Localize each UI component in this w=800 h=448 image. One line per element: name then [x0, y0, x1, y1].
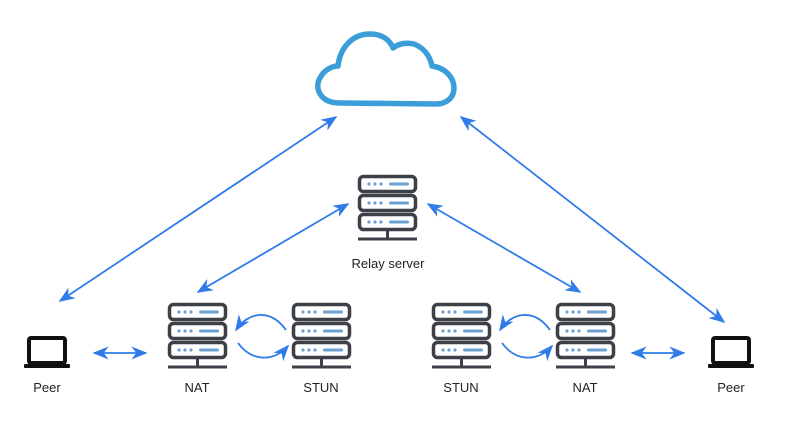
relay-server-icon	[356, 174, 419, 241]
nat-left-label: NAT	[184, 380, 210, 395]
arrow-nat-right-relay	[426, 203, 582, 293]
arrow-stun-left-to-nat	[235, 314, 287, 332]
stun-right-server-icon	[430, 302, 493, 369]
nat-right-server-icon	[554, 302, 617, 369]
arrow-nat-right-to-stun	[499, 314, 551, 332]
stun-left-label: STUN	[303, 380, 339, 395]
peer-right-laptop-icon	[706, 336, 756, 370]
peer-left-laptop-icon	[22, 336, 72, 370]
arrow-peer-left-cloud	[58, 116, 338, 302]
peer-right-label: Peer	[717, 380, 745, 395]
arrow-nat-left-to-stun	[237, 342, 290, 362]
stun-right-label: STUN	[443, 380, 479, 395]
cloud-icon	[315, 31, 457, 107]
relay-server-label: Relay server	[351, 256, 425, 271]
arrow-nat-left-relay	[196, 203, 350, 293]
nat-right-label: NAT	[572, 380, 598, 395]
peer-left-label: Peer	[33, 380, 61, 395]
arrow-stun-right-to-nat	[501, 342, 554, 362]
nat-left-server-icon	[166, 302, 229, 369]
stun-left-server-icon	[290, 302, 353, 369]
arrow-peer-right-cloud	[459, 116, 726, 323]
